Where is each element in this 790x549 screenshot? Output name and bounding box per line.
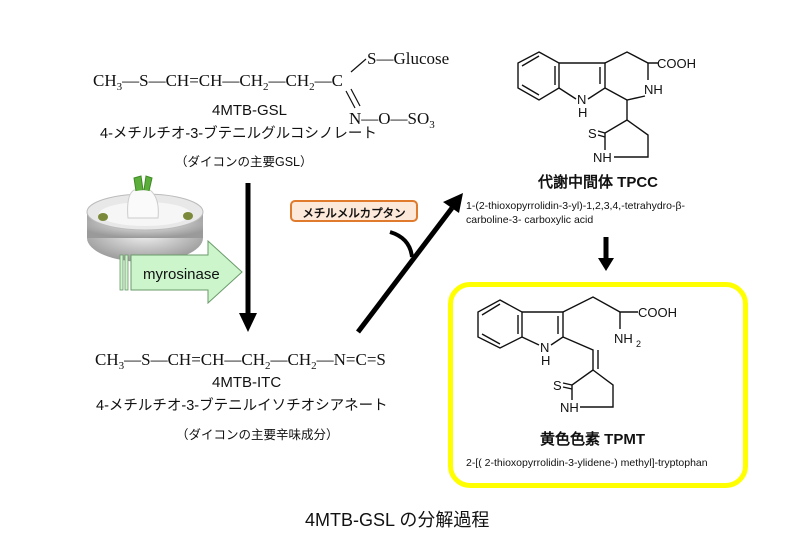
tpcc-title: 代謝中間体 TPCC: [538, 174, 659, 191]
svg-text:COOH: COOH: [638, 305, 677, 320]
reagent-hook: [389, 230, 414, 258]
gsl-abbr: 4MTB-GSL: [212, 102, 288, 119]
svg-text:NH: NH: [644, 82, 663, 97]
svg-text:S: S: [588, 126, 597, 141]
svg-text:2: 2: [636, 339, 641, 349]
tpcc-structure: [517, 51, 658, 158]
tpcc-iupac-line1: 1-(2-thioxopyrrolidin-3-yl)-1,2,3,4,-tet…: [466, 200, 686, 212]
svg-text:NH: NH: [614, 331, 633, 346]
bond: [350, 58, 367, 73]
itc-note: （ダイコンの主要辛味成分）: [176, 428, 339, 442]
svg-text:H: H: [541, 353, 550, 368]
svg-text:NH: NH: [593, 150, 612, 165]
reagent-label-methyl-mercaptan: メチルメルカプタン: [290, 200, 418, 222]
daikon-image: [86, 175, 204, 262]
tpmt-atoms: COOH NH 2 N H S NH: [540, 305, 677, 415]
itc-name-jp: 4-メチルチオ-3-ブテニルイソチオシアネート: [96, 398, 388, 414]
gsl-name-jp: 4-メチルチオ-3-ブテニルグルコシノレート: [100, 126, 377, 142]
tpmt-structure: [477, 296, 638, 408]
s-glucose-group: S—Glucose: [367, 49, 449, 68]
myrosinase-label: myrosinase: [143, 266, 220, 283]
tpcc-atoms: COOH NH N H S NH: [577, 56, 696, 165]
double-bond: [345, 90, 356, 109]
down-arrow-tpcc-to-tpmt: [598, 237, 614, 271]
tpcc-iupac-line2: carboline-3- carboxylic acid: [466, 214, 594, 226]
gsl-note: （ダイコンの主要GSL）: [175, 155, 313, 169]
svg-text:NH: NH: [560, 400, 579, 415]
n-o-so3-group: N—O—SO3: [349, 109, 435, 131]
itc-abbr: 4MTB-ITC: [212, 374, 282, 391]
svg-text:COOH: COOH: [657, 56, 696, 71]
tpmt-highlight-box: [448, 282, 748, 488]
tpmt-iupac: 2-[( 2-thioxopyrrolidin-3-ylidene-) meth…: [466, 457, 708, 469]
svg-text:H: H: [578, 105, 587, 120]
gsl-structure: CH3—S—CH=CH—CH2—CH2—C S—Glucose N—O—SO3: [93, 49, 449, 131]
svg-text:N: N: [540, 340, 549, 355]
svg-text:N: N: [577, 92, 586, 107]
diagram-caption: 4MTB-GSL の分解過程: [305, 510, 490, 530]
svg-text:S: S: [553, 378, 562, 393]
diagonal-arrow-itc-to-tpcc: [356, 193, 463, 334]
tpmt-title: 黄色色素 TPMT: [540, 431, 645, 448]
myrosinase-arrow: myrosinase: [119, 239, 243, 305]
down-arrow-gsl-to-itc: [239, 183, 257, 332]
gsl-formula: CH3—S—CH=CH—CH2—CH2—C: [93, 71, 343, 93]
itc-formula: CH3—S—CH=CH—CH2—CH2—N=C=S: [95, 350, 386, 372]
